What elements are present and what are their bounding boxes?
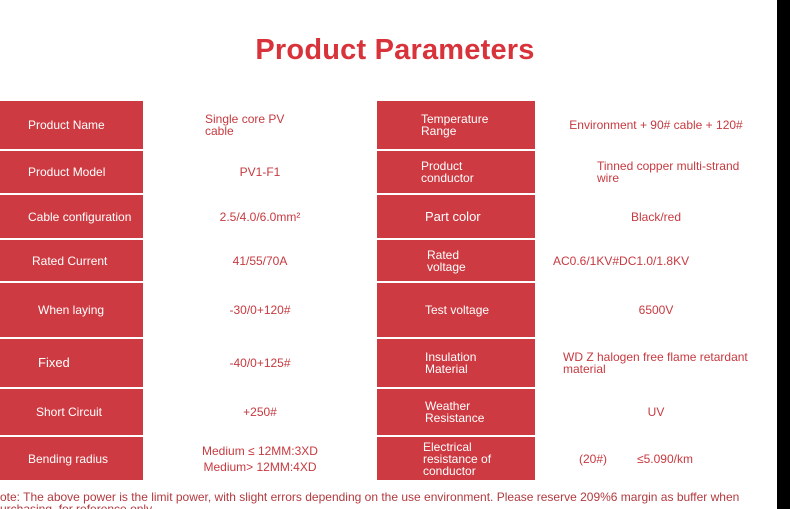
param-label: Fixed — [0, 339, 143, 389]
parameters-table: Product Name Single core PV cable Temper… — [0, 101, 777, 482]
param-value: -30/0+120# — [143, 283, 377, 339]
param-label: Cable configuration — [0, 195, 143, 240]
param-value: 41/55/70A — [143, 240, 377, 283]
param-value: Single core PV cable — [143, 101, 377, 151]
param-label: Short Circuit — [0, 389, 143, 437]
footnote: ote: The above power is the limit power,… — [0, 490, 740, 504]
param-label: Product conductor — [377, 151, 535, 195]
param-value: Tinned copper multi-strand wire — [535, 151, 777, 195]
param-value: 2.5/4.0/6.0mm² — [143, 195, 377, 240]
resistance-value: ≤5.090/km — [637, 451, 693, 466]
param-label: Product Name — [0, 101, 143, 151]
right-edge-bar — [777, 0, 790, 509]
param-label: When laying — [0, 283, 143, 339]
param-label: Part color — [377, 195, 535, 240]
footnote-line-2: urchasing, for reference only — [0, 502, 153, 509]
param-label: Rated Current — [0, 240, 143, 283]
param-value: Black/red — [535, 195, 777, 240]
param-label: Test voltage — [377, 283, 535, 339]
param-label: Electrical resistance of conductor — [377, 437, 535, 482]
param-value: 6500V — [535, 283, 777, 339]
param-label: Bending radius — [0, 437, 143, 482]
param-label: Weather Resistance — [377, 389, 535, 437]
param-value: PV1-F1 — [143, 151, 377, 195]
param-value: Medium ≤ 12MM:3XD Medium> 12MM:4XD — [143, 437, 377, 482]
param-value: (20#) ≤5.090/km — [535, 437, 777, 482]
resistance-temp: (20#) — [579, 451, 608, 466]
param-label: Insulation Material — [377, 339, 535, 389]
bending-radius-line-2: Medium> 12MM:4XD — [203, 459, 317, 474]
param-value: Environment + 90# cable + 120# — [535, 101, 777, 151]
bending-radius-line-1: Medium ≤ 12MM:3XD — [202, 443, 318, 458]
param-value: WD Z halogen free flame retardant materi… — [535, 339, 777, 389]
param-label: Temperature Range — [377, 101, 535, 151]
page-title: Product Parameters — [255, 34, 535, 66]
param-value: UV — [535, 389, 777, 437]
param-label: Product Model — [0, 151, 143, 195]
param-value: +250# — [143, 389, 377, 437]
param-label: Rated voltage — [377, 240, 535, 283]
param-value: -40/0+125# — [143, 339, 377, 389]
param-value: AC0.6/1KV#DC1.0/1.8KV — [535, 240, 777, 283]
